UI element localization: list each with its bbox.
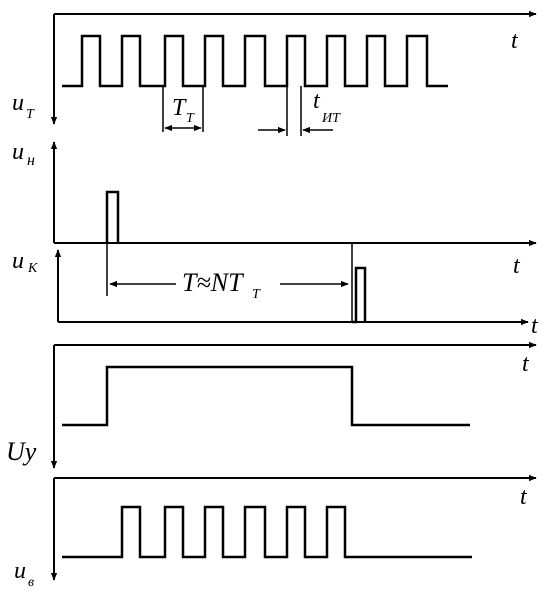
clock-pulse-train — [62, 34, 448, 88]
panel-start-pulse: u н t — [12, 139, 537, 279]
counted-axis-label: u — [14, 558, 26, 584]
period-label: T — [172, 95, 187, 121]
stop-pulse — [352, 266, 367, 324]
clock-axis-label: u — [12, 90, 24, 116]
pulse-width-label: t — [313, 88, 321, 114]
start-pulse — [105, 190, 120, 243]
panel-stop-pulse: T≈NT T u К t — [12, 243, 539, 339]
interval-subscript: T — [252, 287, 261, 302]
stop-pulse-axis-label: u — [12, 248, 24, 274]
stop-pulse-axis-subscript: К — [27, 261, 38, 276]
time-label-5: t — [520, 484, 528, 510]
panel-clock: t u T T T t ИТ — [12, 10, 537, 136]
start-pulse-axis-subscript: н — [27, 152, 35, 169]
time-label-4: t — [522, 351, 530, 377]
period-subscript: T — [186, 111, 195, 126]
time-label-1: t — [511, 28, 519, 54]
counted-axis-subscript: в — [28, 575, 34, 590]
time-label-2: t — [513, 253, 521, 279]
time-label-3: t — [531, 313, 539, 339]
start-pulse-axis-label: u — [12, 139, 24, 165]
pulse-width-subscript: ИТ — [321, 111, 341, 126]
gate-axis-label: Uy — [6, 437, 37, 466]
gate-signal — [62, 365, 470, 427]
interval-label: T≈NT — [182, 268, 244, 297]
panel-counted-pulses: t u в — [14, 474, 537, 590]
panel-gate: t Uy — [6, 341, 537, 469]
clock-axis-subscript: T — [26, 107, 35, 122]
counted-pulse-train — [62, 505, 472, 559]
